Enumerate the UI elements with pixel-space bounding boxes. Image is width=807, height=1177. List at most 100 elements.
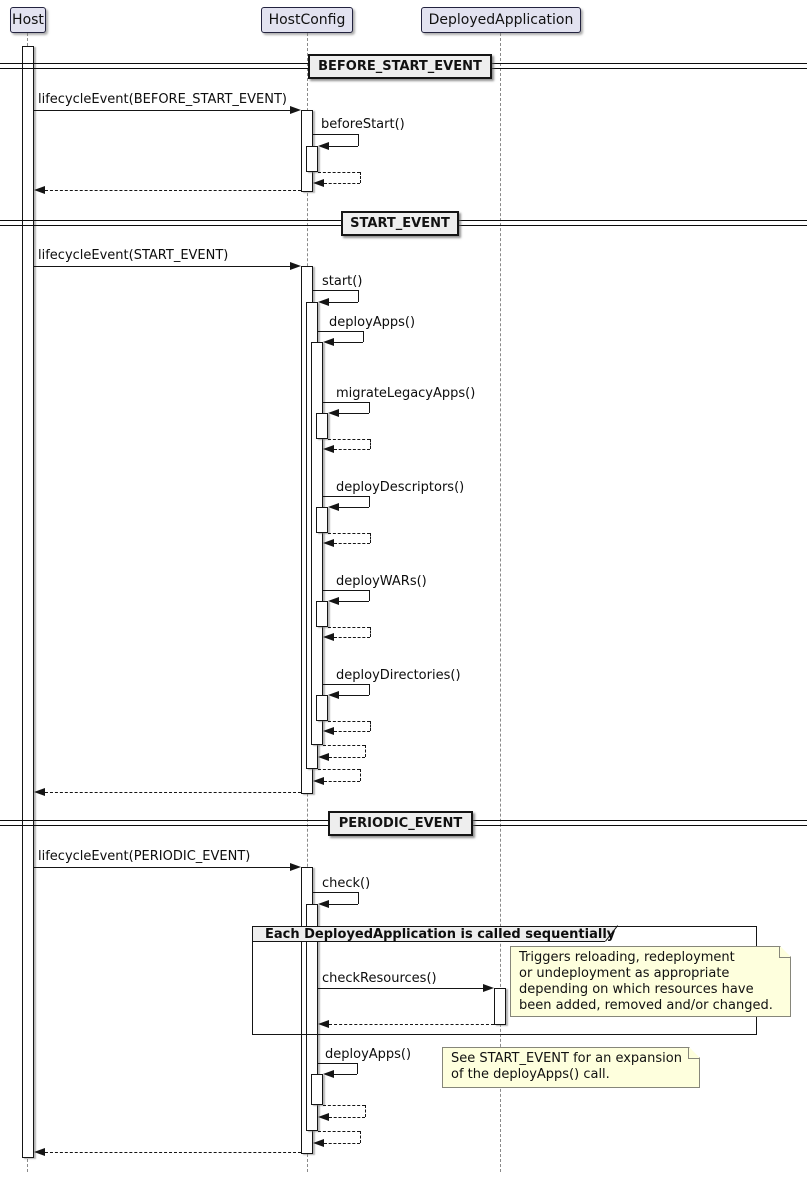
message-label-before-start: beforeStart() (321, 117, 405, 132)
arrowhead-left-icon (318, 900, 329, 908)
self-return-line (360, 1131, 361, 1143)
arrowhead-right-icon (290, 863, 301, 871)
message-label-deploy-apps-periodic: deployApps() (325, 1047, 412, 1062)
self-return-line (323, 745, 365, 746)
self-return-line (370, 533, 371, 543)
note-deploy-apps: See START_EVENT for an expansion of the … (442, 1047, 700, 1088)
arrowhead-left-icon (323, 633, 334, 641)
group-title-tab (253, 927, 617, 941)
arrowhead-left-icon (313, 1139, 324, 1147)
activation-nested (316, 413, 328, 439)
self-return-line (370, 439, 371, 449)
arrowhead-left-icon (323, 1070, 334, 1078)
participant-host: Host (10, 7, 46, 33)
divider-periodic-event: PERIODIC_EVENT (328, 811, 473, 836)
self-return-line (360, 769, 361, 781)
activation-deployedapplication (494, 988, 506, 1025)
message-label-check: check() (322, 876, 371, 891)
self-return-line (324, 781, 360, 782)
arrowhead-left-icon (328, 691, 339, 699)
activation-nested (316, 695, 328, 721)
message-line (34, 867, 290, 868)
self-call-line (357, 1063, 358, 1074)
self-return-line (328, 627, 370, 628)
self-return-line (365, 745, 366, 757)
self-return-line (365, 1105, 366, 1117)
self-return-line (328, 533, 370, 534)
self-call-line (323, 402, 369, 403)
self-return-line (329, 757, 365, 758)
participant-deployedapplication: DeployedApplication (421, 7, 581, 33)
self-return-line (334, 543, 370, 544)
message-line (318, 988, 483, 989)
arrowhead-right-icon (483, 984, 494, 992)
message-label-lifecycle-before-start: lifecycleEvent(BEFORE_START_EVENT) (38, 92, 287, 107)
self-call-line (323, 684, 369, 685)
arrowhead-left-icon (318, 298, 329, 306)
self-call-line (329, 904, 358, 905)
arrowhead-right-icon (290, 106, 301, 114)
message-label-deploy-wars: deployWARs() (336, 574, 427, 589)
self-return-line (329, 1117, 365, 1118)
self-call-line (329, 146, 358, 147)
arrowhead-left-icon (318, 1020, 329, 1028)
self-return-line (328, 439, 370, 440)
arrowhead-right-icon (290, 262, 301, 270)
self-return-line (334, 731, 370, 732)
self-return-line (370, 721, 371, 731)
self-return-line (323, 1105, 365, 1106)
arrowhead-left-icon (34, 788, 45, 796)
return-line (45, 1152, 301, 1153)
arrowhead-left-icon (34, 1148, 45, 1156)
self-call-line (318, 331, 363, 332)
self-return-line (324, 1143, 360, 1144)
self-call-line (369, 684, 370, 695)
activation-nested (316, 601, 328, 627)
arrowhead-left-icon (318, 753, 329, 761)
activation-nested (311, 1074, 323, 1105)
activation-nested (306, 146, 318, 172)
self-return-line (318, 769, 360, 770)
message-label-lifecycle-periodic: lifecycleEvent(PERIODIC_EVENT) (38, 849, 251, 864)
arrowhead-left-icon (318, 142, 329, 150)
arrowhead-left-icon (328, 597, 339, 605)
self-return-line (318, 172, 360, 173)
self-call-line (369, 402, 370, 413)
self-call-line (369, 590, 370, 601)
message-line (34, 110, 290, 111)
return-line (45, 792, 301, 793)
message-label-deploy-apps: deployApps() (329, 315, 416, 330)
self-call-line (334, 342, 363, 343)
arrowhead-left-icon (328, 503, 339, 511)
self-call-line (313, 290, 358, 291)
self-return-line (328, 721, 370, 722)
self-call-line (323, 590, 369, 591)
arrowhead-left-icon (323, 727, 334, 735)
self-call-line (339, 413, 369, 414)
arrowhead-left-icon (313, 179, 324, 187)
self-return-line (334, 637, 370, 638)
message-line (34, 266, 290, 267)
group-tab-line (252, 941, 605, 942)
note-check-resources: Triggers reloading, redeployment or unde… (510, 946, 791, 1017)
arrowhead-left-icon (323, 445, 334, 453)
message-label-deploy-directories: deployDirectories() (336, 668, 461, 683)
message-label-deploy-descriptors: deployDescriptors() (336, 480, 465, 495)
lifeline-deployedapplication (500, 33, 501, 1172)
message-label-lifecycle-start: lifecycleEvent(START_EVENT) (38, 248, 229, 263)
activation-nested (316, 507, 328, 533)
message-label-start: start() (322, 274, 363, 289)
return-line (329, 1024, 494, 1025)
self-call-line (334, 1074, 357, 1075)
self-return-line (370, 627, 371, 637)
arrowhead-left-icon (323, 539, 334, 547)
arrowhead-left-icon (313, 777, 324, 785)
self-return-line (334, 449, 370, 450)
self-call-line (318, 1063, 357, 1064)
self-call-line (358, 134, 359, 146)
self-call-line (339, 507, 369, 508)
self-return-line (324, 183, 360, 184)
self-call-line (369, 496, 370, 507)
return-line (45, 190, 301, 191)
